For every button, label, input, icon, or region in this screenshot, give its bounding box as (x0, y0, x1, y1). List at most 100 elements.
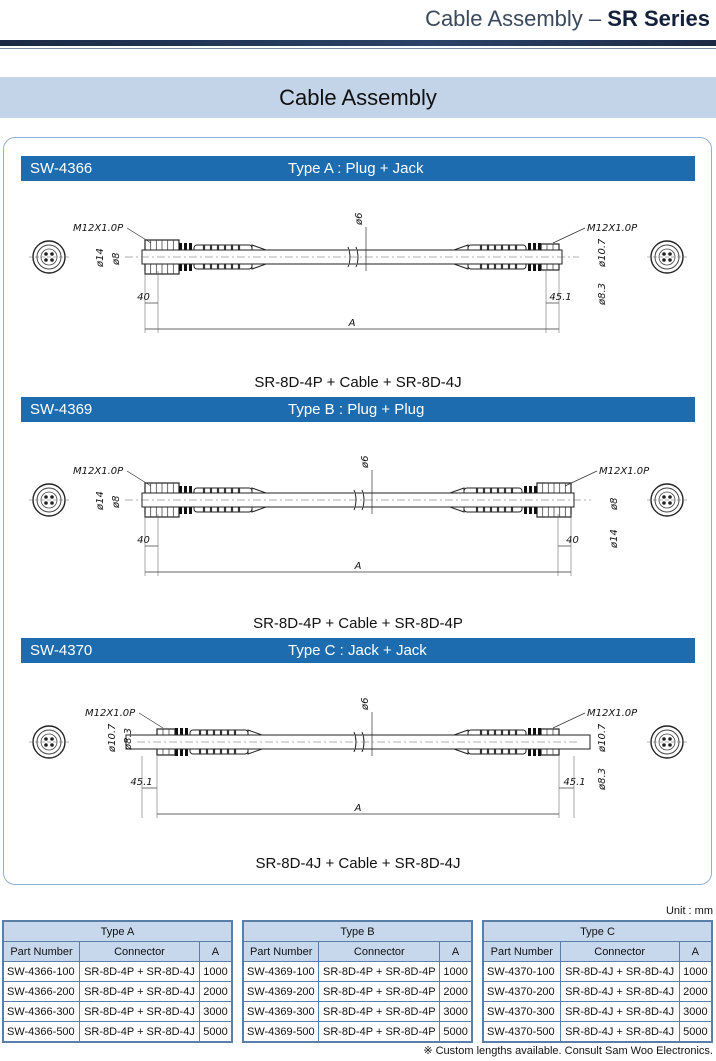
type-bar-sw-4366: SW-4366 Type A : Plug + Jack (21, 156, 695, 181)
spec-table-type-b: Type B Part Number Connector A SW-4369-1… (242, 920, 473, 1043)
assembly-type-title: Type B : Plug + Plug (288, 401, 425, 418)
assembly-caption: SR-8D-4J + Cable + SR-8D-4J (255, 855, 461, 872)
col-header-a: A (439, 941, 473, 962)
dim-left-diameter-inner: ø8.3 (123, 728, 134, 751)
dim-right-diameter-a: ø8 (609, 498, 620, 511)
cell-part-number: SW-4369-100 (242, 961, 320, 982)
dim-left-length: 45.1 (130, 777, 152, 788)
connector-pin (668, 252, 672, 256)
cell-length: 1000 (439, 961, 473, 982)
cell-length: 3000 (439, 1001, 473, 1022)
assembly-caption: SR-8D-4P + Cable + SR-8D-4P (253, 615, 463, 632)
dim-right-thread: M12X1.0P (587, 223, 638, 234)
cell-part-number: SW-4370-100 (482, 961, 561, 982)
page-header-title: Cable Assembly – SR Series (425, 6, 710, 32)
leader-line (552, 227, 586, 244)
connector-pin (50, 258, 54, 262)
col-header-connector: Connector (318, 941, 441, 962)
col-header-connector: Connector (559, 941, 680, 962)
cell-connector: SR-8D-4J + SR-8D-4J (559, 961, 680, 982)
connector-pin (44, 495, 48, 499)
connector-pin (44, 258, 48, 262)
cell-length: 2000 (439, 981, 473, 1002)
dim-right-diameter-b: ø14 (609, 529, 620, 549)
dim-right-diameter-b: ø8.3 (597, 768, 608, 791)
col-header-part-number: Part Number (482, 941, 561, 962)
cell-connector: SR-8D-4J + SR-8D-4J (559, 1021, 680, 1043)
col-header-a: A (678, 941, 713, 962)
dim-left-thread: M12X1.0P (73, 466, 124, 477)
connector-pin (50, 501, 54, 505)
table-title: Type B (242, 920, 473, 942)
leader-line (138, 712, 164, 729)
cell-part-number: SW-4370-300 (482, 1001, 561, 1022)
spec-table-type-a: Type A Part Number Connector A SW-4366-1… (2, 920, 233, 1043)
col-header-part-number: Part Number (242, 941, 320, 962)
cell-part-number: SW-4366-500 (2, 1021, 81, 1043)
cell-part-number: SW-4369-500 (242, 1021, 320, 1043)
connector-pin (662, 501, 666, 505)
col-header-connector: Connector (79, 941, 200, 962)
connector-pin (50, 252, 54, 256)
connector-pin (44, 501, 48, 505)
connector-pin (662, 737, 666, 741)
cell-length: 1000 (678, 961, 713, 982)
header-thin-rule (0, 48, 716, 49)
cell-part-number: SW-4366-200 (2, 981, 81, 1002)
cell-length: 5000 (439, 1021, 473, 1043)
connector-pin (668, 495, 672, 499)
dim-left-diameter-outer: ø14 (95, 248, 106, 268)
cell-length: 3000 (678, 1001, 713, 1022)
dim-left-diameter-outer: ø10.7 (107, 723, 118, 753)
dim-cable-diameter: ø6 (354, 213, 365, 226)
cell-connector: SR-8D-4P + SR-8D-4P (318, 961, 441, 982)
connector-pin (668, 737, 672, 741)
table-title: Type C (482, 920, 713, 942)
type-bar-sw-4370: SW-4370 Type C : Jack + Jack (21, 638, 695, 663)
cell-length: 1000 (198, 961, 233, 982)
connector-pin (662, 495, 666, 499)
dim-left-thread: M12X1.0P (73, 223, 124, 234)
assembly-type-title: Type C : Jack + Jack (288, 642, 427, 659)
connector-pin (50, 737, 54, 741)
connector-pin (668, 258, 672, 262)
connector-pin (50, 495, 54, 499)
dim-right-length: 45.1 (549, 292, 571, 303)
cell-part-number: SW-4370-500 (482, 1021, 561, 1043)
leader-line (552, 712, 586, 729)
assembly-type-title: Type A : Plug + Jack (288, 160, 424, 177)
cell-connector: SR-8D-4P + SR-8D-4J (79, 981, 200, 1002)
assembly-panel (3, 137, 712, 885)
leader-line (564, 470, 598, 487)
connector-pin (662, 258, 666, 262)
type-bar-sw-4369: SW-4369 Type B : Plug + Plug (21, 397, 695, 422)
dim-right-diameter-a: ø10.7 (597, 723, 608, 753)
spec-table-type-c: Type C Part Number Connector A SW-4370-1… (482, 920, 713, 1043)
cell-length: 5000 (198, 1021, 233, 1043)
cell-connector: SR-8D-4P + SR-8D-4P (318, 981, 441, 1002)
connector-pin (668, 501, 672, 505)
header-title-series: SR Series (607, 6, 710, 31)
dim-total-length: A (354, 803, 362, 814)
dim-total-length: A (348, 318, 356, 329)
header-title-main: Cable Assembly – (425, 6, 608, 31)
cell-connector: SR-8D-4P + SR-8D-4J (79, 961, 200, 982)
leader-line (126, 227, 152, 244)
